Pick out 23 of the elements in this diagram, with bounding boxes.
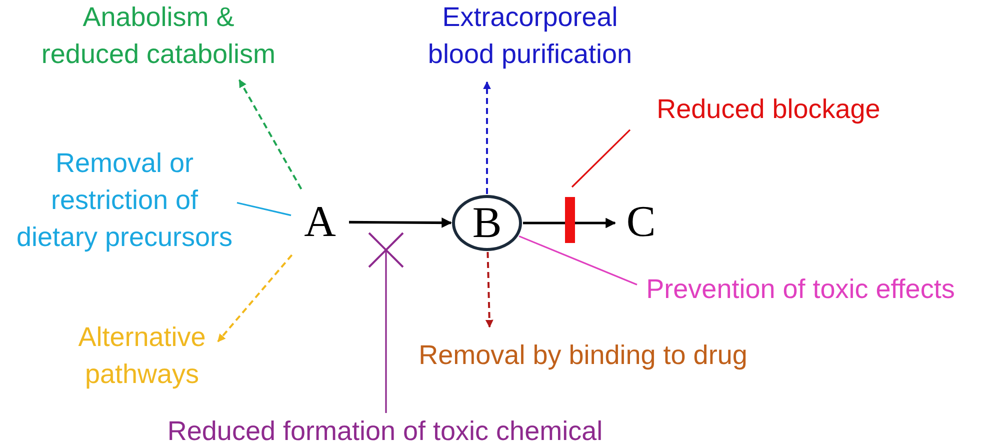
leader-line xyxy=(518,235,638,286)
callout-text: Alternative pathways xyxy=(76,319,208,393)
callout-text: Anabolism & reduced catabolism xyxy=(36,0,281,72)
dashed-arrow xyxy=(483,81,491,194)
ellipse-node: B xyxy=(452,195,522,251)
leader-line xyxy=(236,202,292,216)
letter-label: A xyxy=(300,198,340,246)
dashed-arrow xyxy=(238,79,302,190)
leader-line xyxy=(571,129,631,188)
callout-text: Removal by binding to drug xyxy=(422,337,744,374)
letter-label: C xyxy=(621,198,661,246)
dashed-arrow xyxy=(217,254,293,342)
cross-mark xyxy=(368,232,404,268)
callout-text: Reduced blockage xyxy=(636,91,901,128)
dashed-arrow xyxy=(485,252,494,328)
leader-line xyxy=(385,250,387,413)
callout-text: Removal or restriction of dietary precursors xyxy=(12,145,237,256)
callout-text: Prevention of toxic effects xyxy=(643,271,958,308)
callout-text: Reduced formation of toxic chemical xyxy=(125,414,645,448)
callout-text: Extracorporeal blood purification xyxy=(419,0,641,72)
arrow xyxy=(349,218,452,228)
arrow xyxy=(523,218,616,228)
blocking-bar xyxy=(565,197,575,243)
